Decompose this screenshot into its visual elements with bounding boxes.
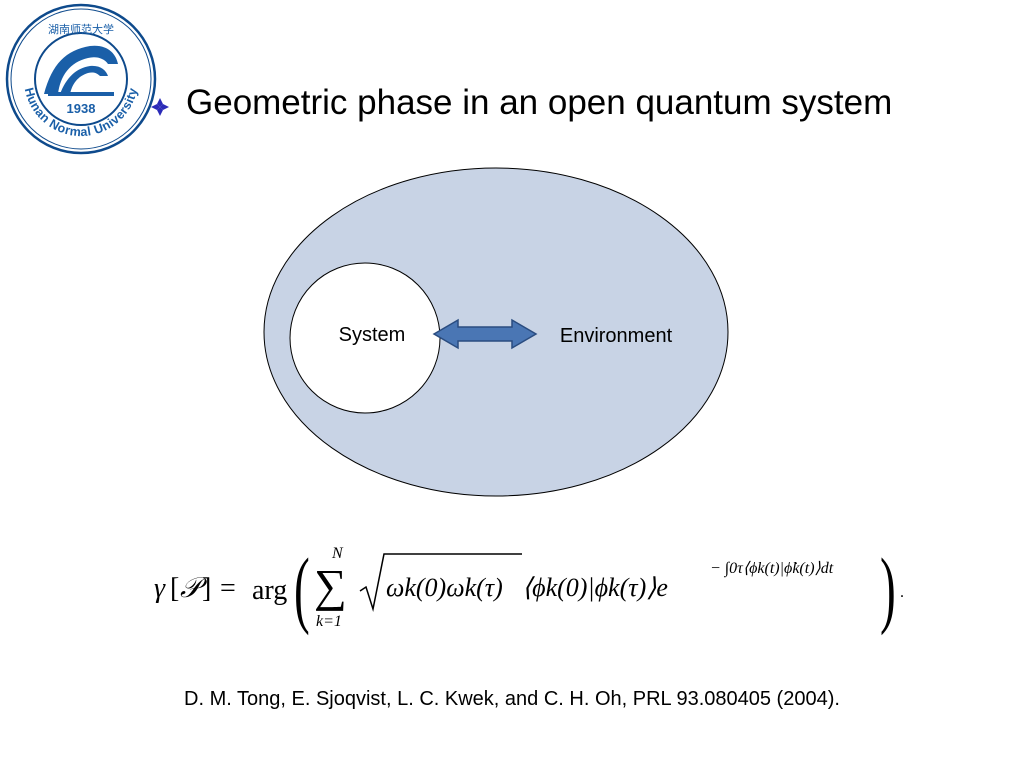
formula-bracket: ⟨ϕk(0)|ϕk(τ)⟩e (522, 573, 668, 602)
diamond-bullet-icon (151, 98, 169, 116)
formula-path: 𝒫 (180, 573, 201, 604)
reference-citation: D. M. Tong, E. Sjoqvist, L. C. Kwek, and… (184, 688, 840, 710)
formula-exponent: − ∫0τ⟨ϕk(t)|ϕ̇k(t)⟩dt (710, 560, 834, 577)
formula-root-content: ωk(0)ωk(τ) (386, 573, 503, 602)
double-headed-arrow-icon (432, 318, 538, 350)
slide-title: Geometric phase in an open quantum syste… (186, 83, 893, 122)
geometric-phase-formula: γ [ 𝒫 ] = arg ( N ∑ k=1 ωk(0)ωk(τ) ⟨ϕk(0… (154, 540, 904, 636)
system-label: System (339, 324, 406, 346)
formula-sum-lower: k=1 (316, 613, 342, 630)
formula-gamma: γ (154, 573, 166, 604)
university-seal-icon: 1938 Hunan Normal University 湖南师范大学 (5, 3, 157, 155)
svg-text:湖南师范大学: 湖南师范大学 (48, 22, 114, 36)
formula-arg: arg (252, 575, 288, 606)
formula-sum-upper: N (332, 545, 343, 562)
svg-text:1938: 1938 (67, 101, 96, 116)
environment-label: Environment (560, 325, 673, 347)
